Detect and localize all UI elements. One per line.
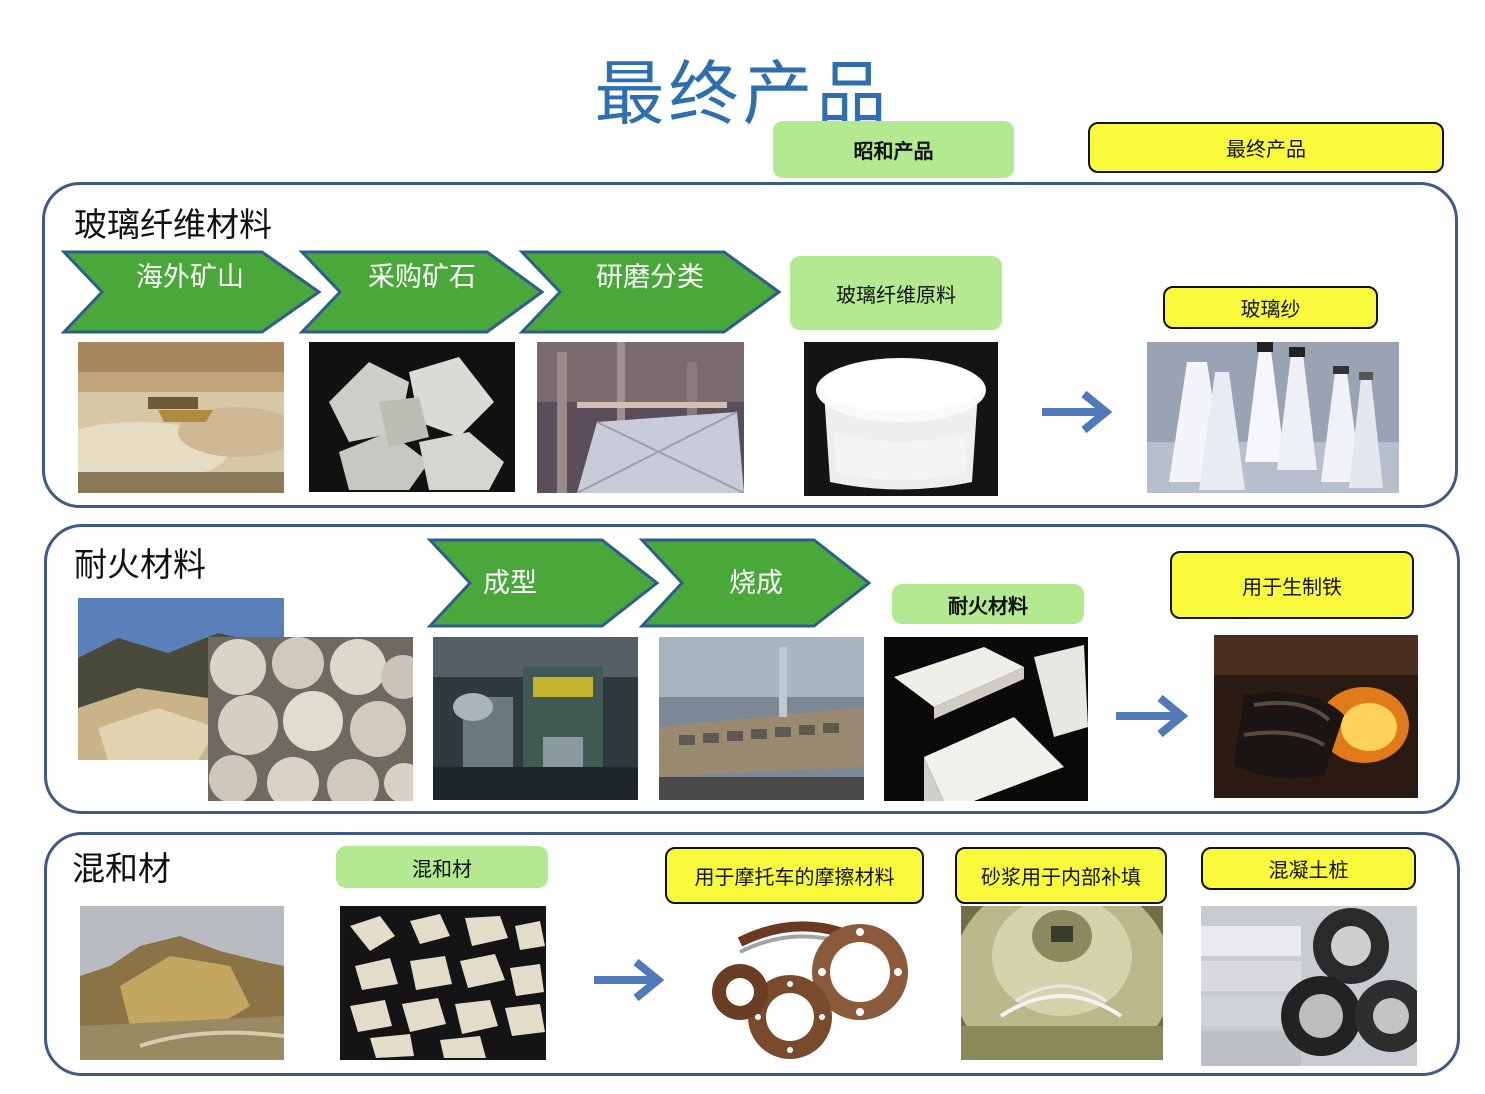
mixed-stones-photo xyxy=(340,906,546,1060)
mixed-raw-material-label: 混和材 xyxy=(336,846,548,888)
refractory-raw-material-label: 耐火材料 xyxy=(892,584,1084,624)
glass-yarn-photo xyxy=(1147,342,1399,493)
ore-rocks-photo xyxy=(309,342,515,492)
chevron-step-2-label: 采购矿石 xyxy=(368,261,476,293)
friction-material-text: 用于摩托车的摩擦材料 xyxy=(694,865,895,889)
molten-iron-photo xyxy=(1214,635,1418,798)
glass-yarn-text: 玻璃纱 xyxy=(1240,297,1301,321)
arrow-right-icon xyxy=(1116,694,1188,738)
glass-fiber-raw-powder-photo xyxy=(804,342,998,496)
section-refractory-title: 耐火材料 xyxy=(74,545,206,584)
refractory-raw-material-text: 耐火材料 xyxy=(948,593,1028,618)
concrete-pile-label: 混凝土桩 xyxy=(1201,847,1416,890)
arrow-right-icon xyxy=(1042,390,1112,434)
iron-making-text: 用于生制铁 xyxy=(1242,574,1342,599)
glass-fiber-raw-material-label: 玻璃纤维原料 xyxy=(790,256,1002,330)
grinding-plant-photo xyxy=(537,342,744,493)
concrete-piles-photo xyxy=(1201,906,1417,1066)
chevron-firing xyxy=(638,538,872,628)
quarry-hill-photo xyxy=(80,906,284,1060)
arrow-right-icon xyxy=(594,958,664,1002)
legend-final-product: 最终产品 xyxy=(1088,122,1444,173)
chevron-step-3-label: 研磨分类 xyxy=(596,261,704,293)
chevron-step-2 xyxy=(298,250,545,334)
mixed-raw-material-text: 混和材 xyxy=(412,856,472,881)
concrete-pile-text: 混凝土桩 xyxy=(1268,858,1349,882)
section-mixed-material-title: 混和材 xyxy=(72,849,171,888)
chevron-firing-label: 烧成 xyxy=(729,567,783,599)
friction-material-label: 用于摩托车的摩擦材料 xyxy=(665,847,924,904)
glass-fiber-raw-material-text: 玻璃纤维原料 xyxy=(836,282,956,307)
glass-yarn-label: 玻璃纱 xyxy=(1163,286,1378,329)
clay-balls-photo xyxy=(208,637,413,801)
mine-photo xyxy=(78,342,284,493)
mortar-fill-text: 砂浆用于内部补填 xyxy=(981,865,1141,889)
chevron-forming xyxy=(426,538,660,628)
chevron-step-1-label: 海外矿山 xyxy=(136,261,244,293)
friction-pads-photo xyxy=(710,912,920,1062)
kiln-photo xyxy=(659,637,864,800)
refractory-bricks-photo xyxy=(884,637,1088,801)
legend-showa-product: 昭和产品 xyxy=(773,121,1014,178)
legend-showa-product-label: 昭和产品 xyxy=(853,139,934,163)
iron-making-label: 用于生制铁 xyxy=(1170,551,1414,619)
tunnel-pipe-photo xyxy=(961,906,1163,1060)
section-glass-fiber-title: 玻璃纤维材料 xyxy=(74,205,272,244)
legend-final-product-label: 最终产品 xyxy=(1226,137,1306,161)
mortar-fill-label: 砂浆用于内部补填 xyxy=(955,847,1167,904)
forming-machine-photo xyxy=(433,637,638,800)
chevron-step-3 xyxy=(518,250,782,334)
chevron-step-1 xyxy=(60,250,322,334)
chevron-forming-label: 成型 xyxy=(483,567,537,599)
